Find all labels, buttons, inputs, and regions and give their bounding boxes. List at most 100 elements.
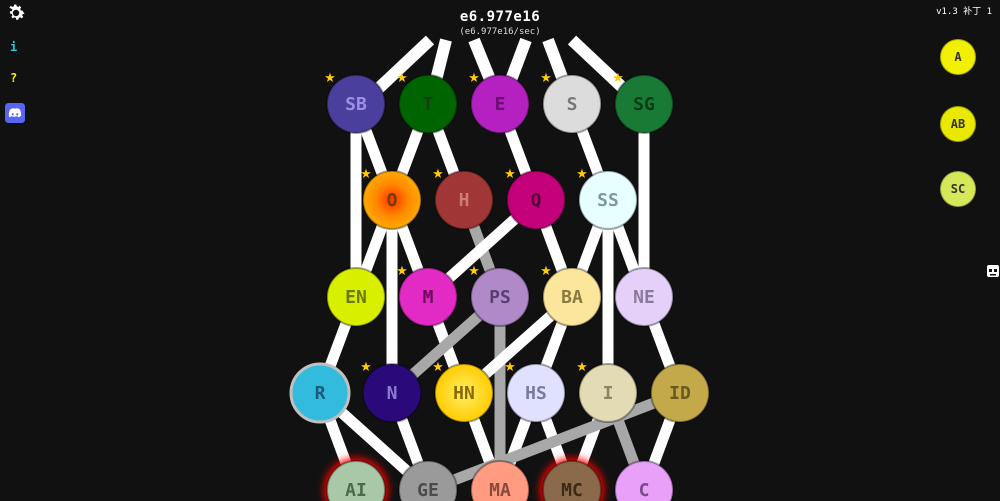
node-c[interactable]: C (614, 460, 674, 501)
node-mc[interactable]: MC (540, 458, 604, 501)
node-circle[interactable] (578, 363, 638, 423)
node-label: NE (633, 287, 655, 308)
node-en[interactable]: EN (326, 267, 386, 327)
node-ss[interactable]: SS ★ (576, 167, 638, 230)
node-label: T (423, 94, 434, 115)
node-hn[interactable]: HN ★ (432, 360, 494, 423)
star-icon: ★ (396, 71, 408, 86)
node-label: HN (453, 383, 475, 404)
star-icon: ★ (360, 360, 372, 375)
node-id[interactable]: ID (650, 363, 710, 423)
node-label: GE (417, 480, 439, 501)
star-icon: ★ (576, 167, 588, 182)
node-circle[interactable] (470, 74, 530, 134)
node-label: H (459, 190, 470, 211)
node-circle[interactable] (506, 170, 566, 230)
star-icon: ★ (504, 360, 516, 375)
node-hs[interactable]: HS ★ (504, 360, 566, 423)
node-q[interactable]: Q★ (504, 167, 566, 230)
node-circle[interactable] (326, 74, 386, 134)
mascot-icon (987, 265, 999, 277)
node-circle[interactable] (506, 363, 566, 423)
node-circle[interactable] (470, 460, 530, 501)
star-icon: ★ (468, 264, 480, 279)
node-ai[interactable]: AI (324, 458, 388, 501)
node-circle[interactable] (326, 267, 386, 327)
star-icon: ★ (396, 264, 408, 279)
info-icon[interactable]: i (10, 40, 18, 54)
node-circle[interactable] (614, 267, 674, 327)
node-label: EN (345, 287, 367, 308)
node-ba[interactable]: BA ★ (540, 264, 602, 327)
node-ge[interactable]: GE (398, 460, 458, 501)
node-r[interactable]: R (289, 362, 351, 424)
node-circle[interactable] (289, 362, 351, 424)
node-label: S (567, 94, 578, 115)
node-t[interactable]: T★ (396, 71, 458, 134)
side-button-a[interactable]: A (940, 39, 976, 75)
node-circle[interactable] (326, 460, 386, 501)
star-icon: ★ (576, 360, 588, 375)
star-icon: ★ (432, 167, 444, 182)
node-circle[interactable] (398, 74, 458, 134)
settings-gear-icon[interactable] (5, 2, 27, 24)
node-m[interactable]: M★ (396, 264, 458, 327)
node-label: N (387, 383, 398, 404)
node-label: E (495, 94, 506, 115)
help-icon[interactable]: ? (10, 71, 18, 85)
node-label: C (639, 480, 650, 501)
node-label: MA (489, 480, 511, 501)
side-button-ab[interactable]: AB (940, 106, 976, 142)
node-circle[interactable] (362, 363, 422, 423)
star-icon: ★ (540, 264, 552, 279)
node-label: R (315, 383, 326, 404)
version-label: v1.3 补丁 1 (936, 7, 992, 17)
node-ne[interactable]: NE (614, 267, 674, 327)
node-s[interactable]: S★ (540, 71, 602, 134)
node-ps[interactable]: PS★ (468, 264, 530, 327)
node-circle[interactable] (434, 363, 494, 423)
node-circle[interactable] (542, 74, 602, 134)
node-circle[interactable] (542, 267, 602, 327)
node-label: M (423, 287, 434, 308)
node-label: SB (345, 94, 367, 115)
star-icon: ★ (324, 71, 336, 86)
node-label: HS (525, 383, 547, 404)
node-label: MC (561, 480, 583, 501)
node-ma[interactable]: MA (470, 460, 530, 501)
star-icon: ★ (432, 360, 444, 375)
side-button-sc[interactable]: SC (940, 171, 976, 207)
node-label: SG (633, 94, 655, 115)
node-label: AI (345, 480, 367, 501)
node-circle[interactable] (578, 170, 638, 230)
star-icon: ★ (360, 167, 372, 182)
node-sg[interactable]: SG ★ (612, 71, 674, 134)
node-i[interactable]: I★ (576, 360, 638, 423)
node-circle[interactable] (650, 363, 710, 423)
node-circle[interactable] (542, 460, 602, 501)
node-label: I (603, 383, 614, 404)
discord-icon[interactable] (5, 103, 25, 123)
node-label: SS (597, 190, 619, 211)
node-circle[interactable] (470, 267, 530, 327)
node-circle[interactable] (614, 460, 674, 501)
star-icon: ★ (540, 71, 552, 86)
node-circle[interactable] (398, 460, 458, 501)
node-label: Q (531, 190, 542, 211)
node-o[interactable]: O★ (360, 167, 422, 230)
star-icon: ★ (612, 71, 624, 86)
node-n[interactable]: N★ (360, 360, 422, 423)
node-e[interactable]: E★ (468, 71, 530, 134)
node-circle[interactable] (398, 267, 458, 327)
node-circle[interactable] (614, 74, 674, 134)
node-circle[interactable] (362, 170, 422, 230)
node-sb[interactable]: SB ★ (324, 71, 386, 134)
node-label: O (387, 190, 398, 211)
edge-id-ge (426, 387, 682, 496)
node-circle[interactable] (434, 170, 494, 230)
node-label: BA (561, 287, 583, 308)
points-per-second: (e6.977e16/sec) (459, 27, 541, 37)
node-h[interactable]: H★ (432, 167, 494, 230)
